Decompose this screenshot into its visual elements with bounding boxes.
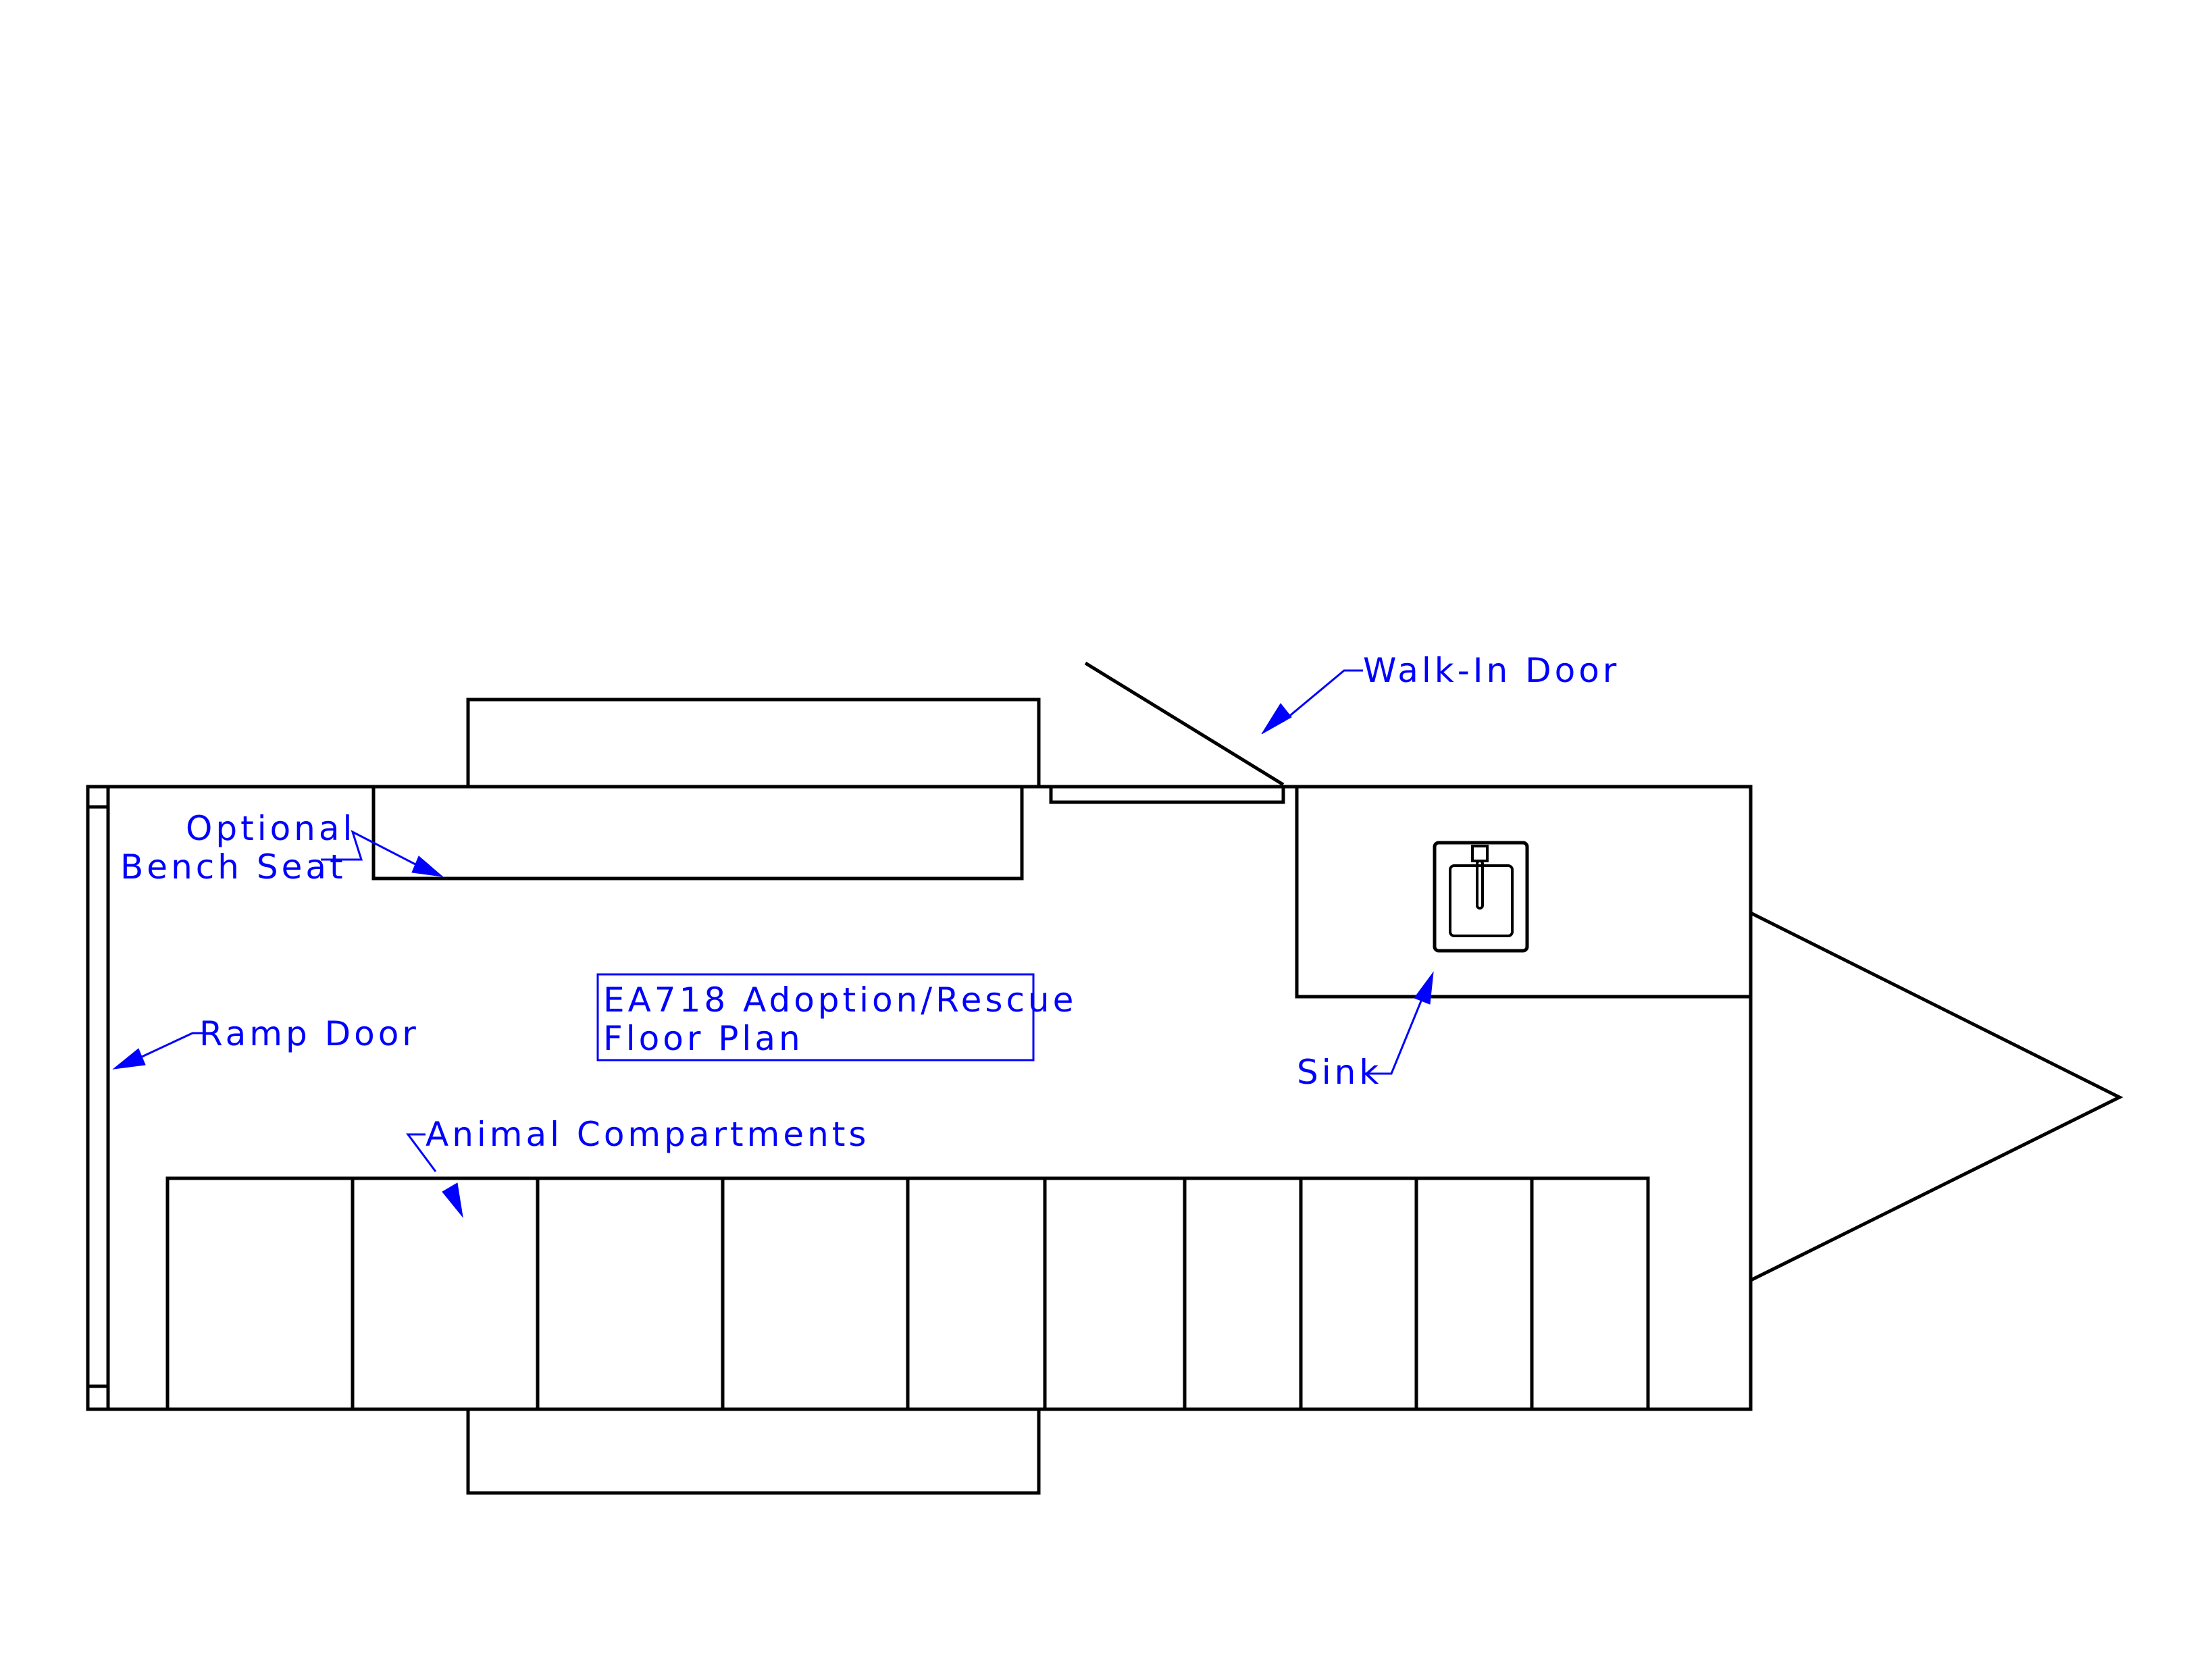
animal-compartments-leader <box>406 1133 437 1172</box>
ramp-door-callout: Ramp Door <box>112 1014 419 1070</box>
sink-callout: Sink <box>1297 971 1434 1092</box>
walk-in-door-jamb <box>1022 785 1297 804</box>
bench-seat-callout: Optional Bench Seat <box>120 809 444 887</box>
walk-in-door-swing <box>1084 661 1285 787</box>
trailer-nose <box>1749 911 2124 1282</box>
sink-faucet-base <box>1471 845 1489 862</box>
ramp-door-arrowhead-icon <box>112 1048 146 1070</box>
top-slide-out <box>466 698 1041 789</box>
walk-in-door <box>1022 661 1297 804</box>
ramp-door-label: Ramp Door <box>199 1014 419 1053</box>
ramp-door <box>86 785 110 1411</box>
bench-seat-arrowhead-icon <box>411 856 444 877</box>
walk-in-door-leader <box>1283 669 1363 723</box>
sink-label: Sink <box>1297 1053 1382 1092</box>
walk-in-door-arrowhead-icon <box>1261 703 1292 735</box>
sink-arrowhead-icon <box>1414 971 1434 1005</box>
optional-bench-seat <box>371 785 1024 881</box>
animal-compartments-arrowhead-icon <box>442 1182 463 1218</box>
sink-basin-outer <box>1433 841 1529 953</box>
sink-cabinet <box>1295 785 1753 999</box>
bench-seat-leader <box>321 830 416 866</box>
title-line-2: Floor Plan <box>603 1019 804 1058</box>
animal-compartments-callout: Animal Compartments <box>406 1115 869 1218</box>
sink-leader <box>1363 999 1423 1075</box>
bench-seat-label-line-1: Optional <box>186 809 355 848</box>
animal-compartments-label: Animal Compartments <box>426 1115 869 1154</box>
sink-counter <box>1295 785 1753 999</box>
title-frame <box>596 973 1035 1061</box>
ramp-door-panel <box>86 785 110 1411</box>
bottom-slide-out <box>466 1407 1041 1495</box>
bench-seat-label-line-2: Bench Seat <box>120 847 346 887</box>
walk-in-door-callout: Walk-In Door <box>1261 651 1620 735</box>
ramp-door-hinge-bottom <box>86 1384 110 1411</box>
animal-compartments <box>165 1176 1650 1411</box>
title-block: EA718 Adoption/Rescue Floor Plan <box>596 973 1077 1061</box>
walk-in-door-label: Walk-In Door <box>1363 651 1620 690</box>
sink-faucet-spout <box>1476 860 1484 910</box>
ramp-door-leader <box>141 1032 203 1058</box>
ramp-door-hinge-top <box>86 785 110 809</box>
title-line-1: EA718 Adoption/Rescue <box>603 980 1077 1020</box>
